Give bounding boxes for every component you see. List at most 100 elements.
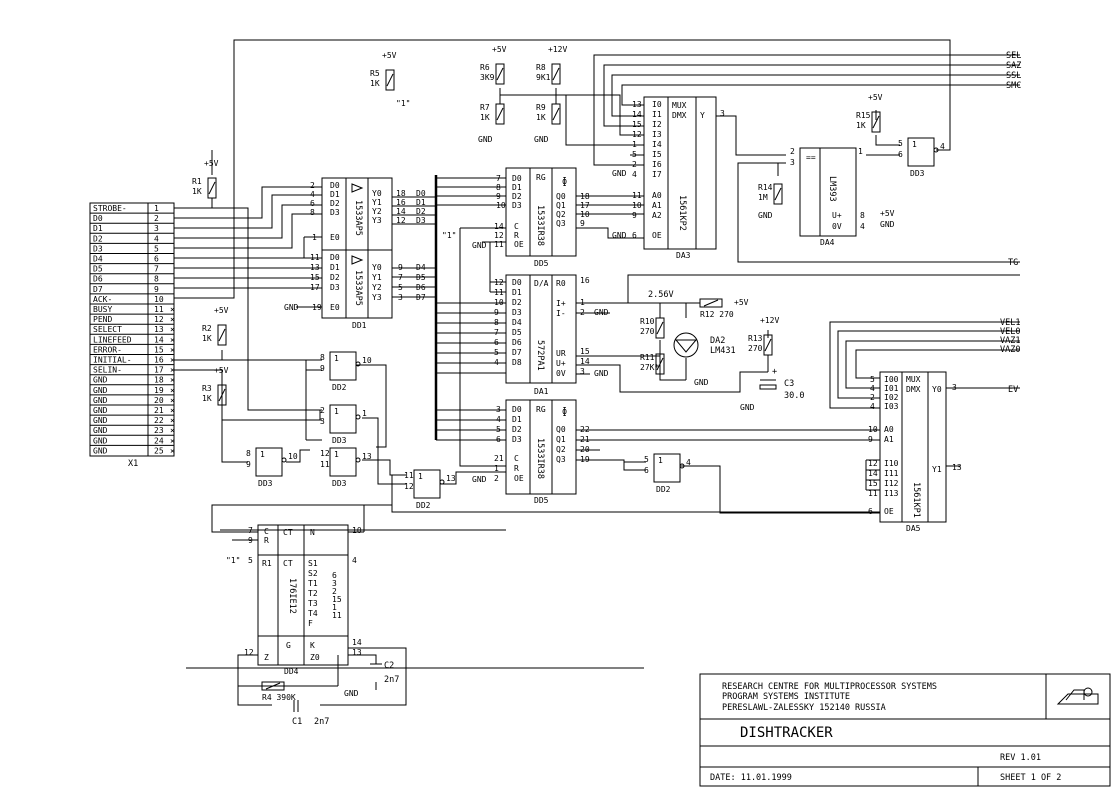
resistor-mark [552,67,560,81]
inverter-bubble-icon [355,414,361,420]
pin-label: A0 [652,191,662,200]
connector-signal: D6 [93,275,103,284]
capacitor-value: 2n7 [384,675,399,685]
resistor-value: 1K [192,187,202,196]
pin-label: R [514,231,519,240]
pin-label: T2 [308,589,318,598]
pin-label: I11 [884,469,899,478]
pin-label: 5 [632,150,637,159]
pin-label: 12 [868,459,878,468]
pin-label: 2 [320,406,325,415]
gate-function: 1 [912,140,917,149]
pin-label: Y2 [372,283,382,292]
resistor-ref: R1 [192,177,202,186]
pin-label: D1 [330,263,340,272]
resistor-r1 [207,177,217,199]
connector-pin-number: 12 [154,315,164,324]
pin-label: 3 [580,367,585,376]
pin-label: I10 [884,459,899,468]
connector-signal: GND [93,416,108,425]
chip-ref: DA4 [820,238,835,247]
capacitor-value: 30.0 [784,391,804,401]
resistor-ref: R6 [480,63,490,72]
connector-pin-number: 16 [154,356,164,365]
connector-signal: STROBE- [93,204,127,213]
no-connect-icon: × [170,345,175,354]
chip-ref: DD5 [534,259,549,268]
pin-label: OE [884,507,894,516]
resistor-ref: R7 [480,103,490,112]
gate-g1 [329,351,357,381]
pin-label: U+ [832,211,842,220]
resistor-r12 [699,298,723,308]
pin-label: 5 [496,425,501,434]
pin-label: D0 [330,253,340,262]
gnd-label: GND [758,211,773,220]
connector-pin-number: 24 [154,436,164,445]
pin-label: 21 [580,435,590,444]
pin-label: 19 [312,303,322,312]
pin-label: 15 [580,347,590,356]
gate-g3 [329,447,357,477]
connector-pin-number: 4 [154,234,159,243]
pin-label: 4 [870,384,875,393]
pin-label: 9 [320,364,325,373]
pin-label: 1 [858,147,863,156]
pin-label: 10 [580,210,590,219]
pin-label: 4 [494,358,499,367]
resistor-label: R12 270 [700,310,734,319]
pin-label: D1 [512,183,522,192]
connector-signal: D0 [93,214,103,223]
logic-one-label: "1" [396,99,410,108]
pin-label: D8 [512,358,522,367]
gate-ref: DD3 [332,436,347,445]
no-connect-icon: × [170,325,175,334]
resistor-r6 [495,63,505,85]
pin-label: 10 [362,356,372,365]
pin-label: D2 [512,298,522,307]
pin-label: G [286,641,291,650]
resistor-value: 1K [202,394,212,403]
pin-label: 4 [632,170,637,179]
pin-label: D6 [416,283,426,292]
pin-label: 5 [898,139,903,148]
resistor-mark [496,107,504,121]
gate-ref: DD2 [332,383,347,392]
signal-label: SEL [1006,51,1021,61]
signal-label: EV [1008,385,1018,395]
pin-label: 16 [580,276,590,285]
chip-type: 1533AP5 [353,200,363,236]
pin-label: 4 [870,402,875,411]
pin-label: D3 [512,308,522,317]
gate-function: 1 [418,472,423,481]
pin-label: 13 [952,463,962,472]
pin-label: 4 [352,556,357,565]
pin-label: 11 [320,460,330,469]
pin-label: Y1 [372,273,382,282]
connector-signal: D1 [93,224,103,233]
connector-pin-number: 7 [154,265,159,274]
resistor-value: 1K [536,113,546,122]
resistor-r4 [261,681,285,691]
pin-label: I0 [652,100,662,109]
pin-label: 21 [494,454,504,463]
resistor-mark [208,181,216,195]
pin-label: CT [283,528,293,537]
component-ref: DA2 [710,336,725,346]
connector-pin-number: 14 [154,335,164,344]
gate-function: 1 [334,450,339,459]
pin-label: D1 [512,415,522,424]
pin-label: 18 [580,192,590,201]
resistor-mark [764,338,772,352]
no-connect-icon: × [170,315,175,324]
pin-label: 4 [686,458,691,467]
pin-label: Y3 [372,216,382,225]
pin-label: I1 [652,110,662,119]
pin-label: 14 [868,469,878,478]
connector-pin-number: 3 [154,224,159,233]
no-connect-icon: × [170,436,175,445]
pin-label: DMX [672,111,687,120]
resistor-r8 [551,63,561,85]
